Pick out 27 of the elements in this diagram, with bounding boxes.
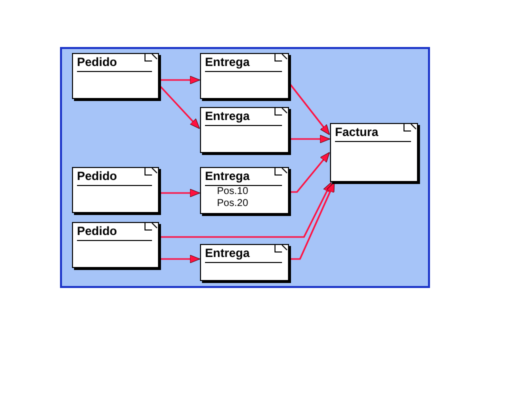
- document-title: Entrega: [205, 246, 282, 263]
- arrow: [159, 85, 200, 129]
- document-title: Pedido: [77, 169, 152, 186]
- position-text: Pos.20: [217, 198, 248, 210]
- document-box: [330, 123, 418, 182]
- arrow: [160, 254, 200, 264]
- arrow: [290, 152, 330, 193]
- arrow: [160, 188, 200, 198]
- document-box: [200, 167, 289, 214]
- document-title: Entrega: [205, 169, 282, 186]
- document-box: [72, 222, 159, 268]
- document-box: [200, 244, 289, 281]
- arrow: [160, 182, 332, 238]
- arrow: [160, 76, 200, 84]
- document-title: Entrega: [205, 55, 282, 72]
- document-box: [200, 107, 289, 153]
- arrow: [290, 134, 330, 144]
- document-title: Factura: [335, 125, 411, 142]
- document-box: [72, 167, 159, 213]
- position-text: Pos.10: [217, 186, 248, 198]
- document-title: Pedido: [77, 55, 152, 72]
- document-title: Pedido: [77, 224, 152, 241]
- arrow: [290, 182, 335, 260]
- arrow: [289, 84, 330, 136]
- document-box: [200, 53, 289, 99]
- document-box: [72, 53, 159, 99]
- document-title: Entrega: [205, 109, 282, 126]
